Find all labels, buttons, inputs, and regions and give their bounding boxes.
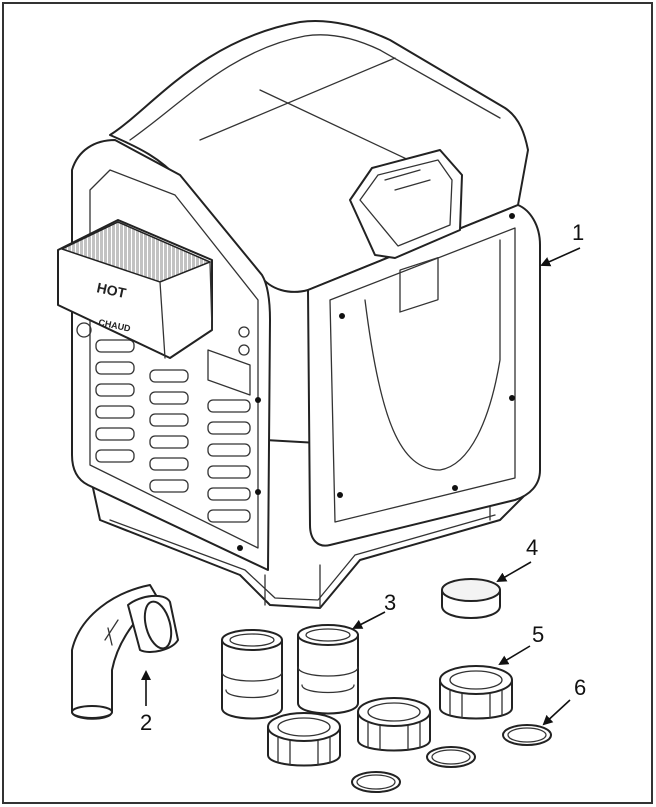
callout-1-label: 1 bbox=[572, 220, 584, 245]
callout-4-label: 4 bbox=[526, 535, 538, 560]
callout-2-label: 2 bbox=[140, 710, 152, 735]
heater-handle bbox=[349, 149, 463, 259]
union-nut-middle bbox=[357, 697, 431, 752]
callout-5-label: 5 bbox=[532, 622, 544, 647]
union-tailpiece-right bbox=[297, 624, 359, 715]
bolt-icon bbox=[238, 344, 250, 356]
union-nut-right bbox=[439, 665, 513, 720]
hot-label: HOT bbox=[95, 279, 128, 301]
callout-1: 1 bbox=[540, 220, 584, 267]
callout-6-label: 6 bbox=[574, 675, 586, 700]
bolt-icon bbox=[238, 326, 250, 338]
pool-heater: HOT CHAUD bbox=[57, 19, 541, 609]
heater-side-panel bbox=[307, 204, 541, 547]
union-tailpiece-left bbox=[221, 629, 283, 720]
union-nut-left bbox=[267, 712, 341, 767]
elbow-fitting bbox=[71, 584, 179, 720]
callout-6: 6 bbox=[542, 675, 586, 726]
exhaust-vent: HOT CHAUD bbox=[57, 219, 213, 359]
callout-4: 4 bbox=[496, 535, 538, 582]
drain-cap bbox=[441, 578, 501, 619]
callout-3: 3 bbox=[352, 590, 396, 629]
o-rings bbox=[351, 724, 552, 793]
gauge-icon bbox=[76, 322, 92, 338]
callout-3-label: 3 bbox=[384, 590, 396, 615]
callout-5: 5 bbox=[498, 622, 544, 666]
heater-vents bbox=[95, 339, 251, 523]
callout-2: 2 bbox=[140, 670, 152, 735]
